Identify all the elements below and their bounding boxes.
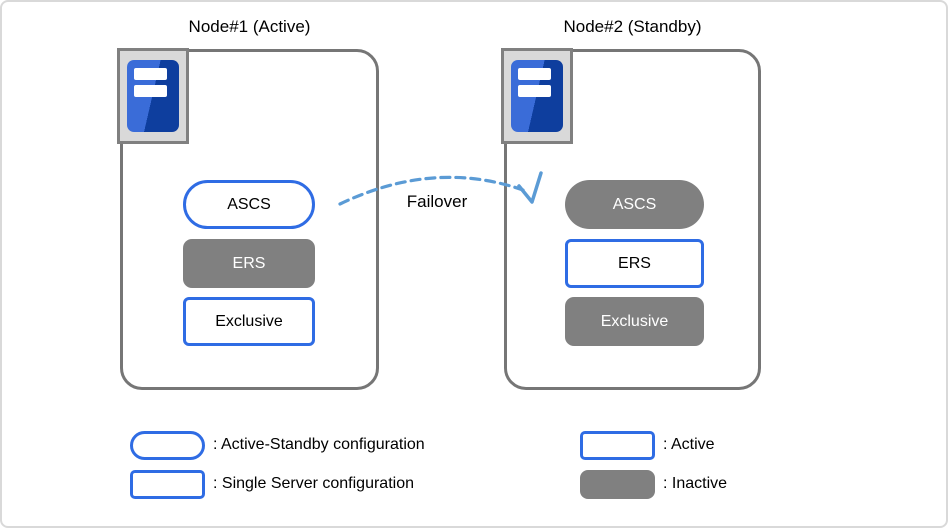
legend-label: : Single Server configuration <box>213 475 414 492</box>
node2-ascs-box: ASCS <box>565 180 704 229</box>
legend-item-single-server: : Single Server configuration <box>130 469 414 499</box>
node2-ers-box: ERS <box>565 239 704 288</box>
server-icon <box>501 48 573 144</box>
server-bar-icon <box>518 68 551 80</box>
node1-exclusive-box: Exclusive <box>183 297 315 346</box>
node2-exclusive-box: Exclusive <box>565 297 704 346</box>
node1-ers-box: ERS <box>183 239 315 288</box>
legend-label: : Inactive <box>663 475 728 492</box>
server-bar-icon <box>518 85 551 97</box>
server-tower-icon <box>511 60 563 132</box>
server-tower-icon <box>127 60 179 132</box>
legend-swatch-rect-outline <box>130 469 205 499</box>
legend-label: : Active <box>663 436 715 453</box>
legend-swatch-rect-outline <box>580 430 655 460</box>
legend-item-active: : Active <box>580 430 715 460</box>
node1-ascs-box: ASCS <box>183 180 315 229</box>
legend-item-inactive: : Inactive <box>580 469 727 499</box>
server-icon <box>117 48 189 144</box>
server-bar-icon <box>134 68 167 80</box>
legend-label: : Active-Standby configuration <box>213 436 425 453</box>
failover-label: Failover <box>387 190 487 214</box>
legend-item-active-standby: : Active-Standby configuration <box>130 430 425 460</box>
node2-title: Node#2 (Standby) <box>563 17 702 36</box>
legend-swatch-gray-filled <box>580 469 655 499</box>
legend-swatch-pill-outline <box>130 430 205 460</box>
node1-title: Node#1 (Active) <box>188 17 311 36</box>
server-bar-icon <box>134 85 167 97</box>
